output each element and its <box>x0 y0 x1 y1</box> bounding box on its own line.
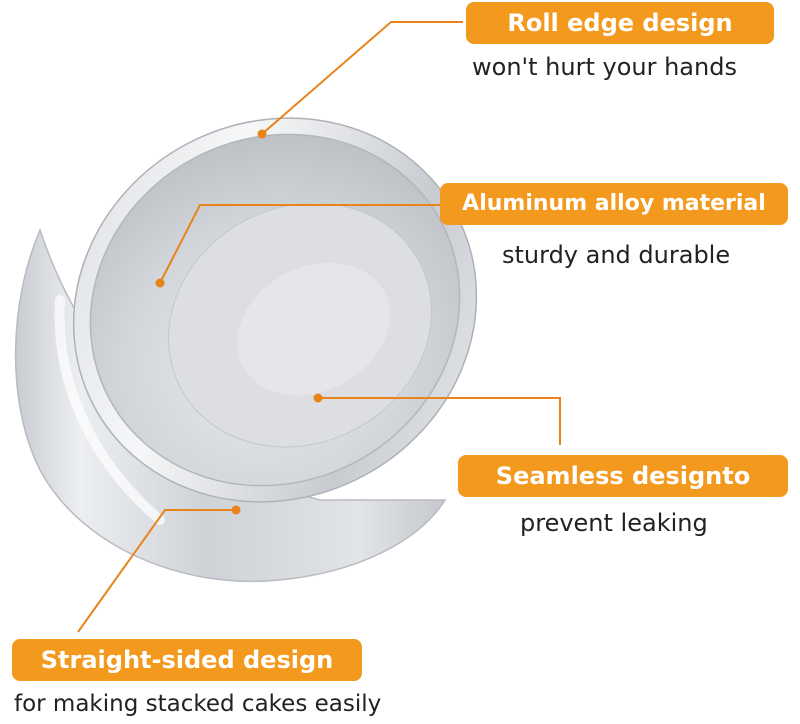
feature-badge-roll-edge: Roll edge design <box>466 2 774 44</box>
anchor-dot <box>231 505 241 515</box>
anchor-dot <box>155 278 165 288</box>
feature-badge-straight-sided: Straight-sided design <box>12 639 362 681</box>
leader-lines <box>77 21 561 633</box>
anchor-dot <box>257 129 267 139</box>
pan-rim <box>72 117 478 503</box>
feature-badge-aluminum: Aluminum alloy material <box>440 183 788 225</box>
feature-subtitle-seamless: prevent leaking <box>520 509 708 537</box>
anchor-dots <box>155 129 323 515</box>
leader-roll-edge <box>261 21 463 135</box>
feature-subtitle-aluminum: sturdy and durable <box>502 241 731 269</box>
leader-seamless <box>318 397 561 445</box>
feature-subtitle-straight-sided: for making stacked cakes easily <box>14 691 382 717</box>
anchor-dot <box>313 393 323 403</box>
leader-straight <box>77 509 236 633</box>
feature-badge-seamless: Seamless designto <box>458 455 788 497</box>
leader-aluminum <box>159 204 440 284</box>
feature-subtitle-roll-edge: won't hurt your hands <box>472 53 737 81</box>
